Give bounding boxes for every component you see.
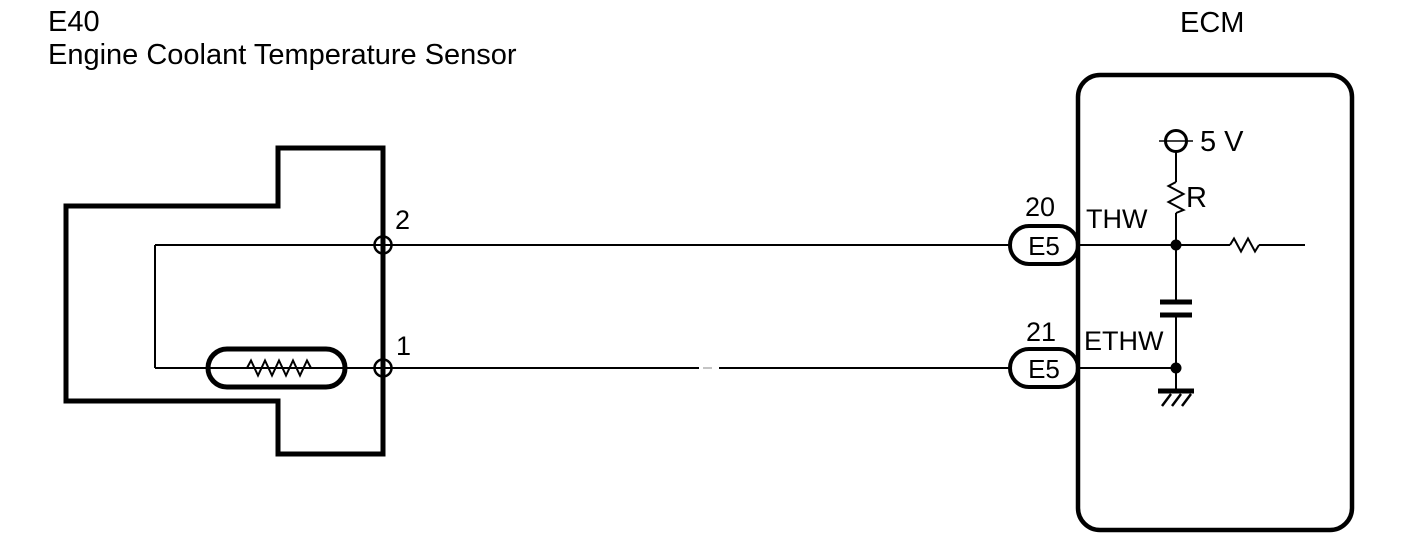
connector-e5-ethw-label: E5	[1028, 354, 1060, 384]
sensor-pin-1-label: 1	[396, 331, 411, 361]
ground-icon	[1158, 388, 1194, 407]
sensor-name-label: Engine Coolant Temperature Sensor	[48, 39, 517, 71]
sensor-id-label: E40	[48, 6, 100, 38]
ecm-series-resistor-icon	[1229, 236, 1260, 254]
ecm-block: 5 V R THW ETHW	[1075, 72, 1355, 533]
signal-thw-label: THW	[1086, 204, 1148, 234]
connector-e5-thw-label: E5	[1028, 231, 1060, 261]
ecm-connector-terminals: 20 E5 21 E5	[1008, 192, 1080, 389]
ecm-title-label: ECM	[1180, 7, 1244, 39]
thw-junction-dot-icon	[1170, 239, 1182, 251]
thermistor-body	[205, 346, 348, 390]
connector-e5-thw-icon	[1008, 224, 1080, 266]
sensor-outline	[63, 145, 386, 457]
terminal-20-label: 20	[1025, 192, 1055, 222]
ground-hatch-1	[1161, 393, 1172, 407]
ground-hatch-2	[1171, 393, 1182, 407]
signal-ethw-label: ETHW	[1084, 326, 1164, 356]
ecm-outline	[1075, 72, 1355, 533]
ground-hatch-3	[1181, 393, 1192, 407]
terminal-21-label: 21	[1026, 317, 1056, 347]
sensor-pin-1-terminal-icon	[373, 358, 393, 378]
connector-e5-ethw-icon	[1008, 347, 1080, 389]
thermistor-zigzag-icon	[246, 358, 312, 378]
supply-5v-label: 5 V	[1200, 126, 1244, 158]
sensor-pin-2-terminal-icon	[373, 235, 393, 255]
sensor-e40: 2 1	[63, 145, 1011, 457]
pullup-resistor-label: R	[1186, 182, 1207, 214]
pullup-resistor-icon	[1166, 181, 1186, 214]
sensor-pin-2-label: 2	[395, 205, 410, 235]
ethw-junction-dot-icon	[1170, 362, 1182, 374]
